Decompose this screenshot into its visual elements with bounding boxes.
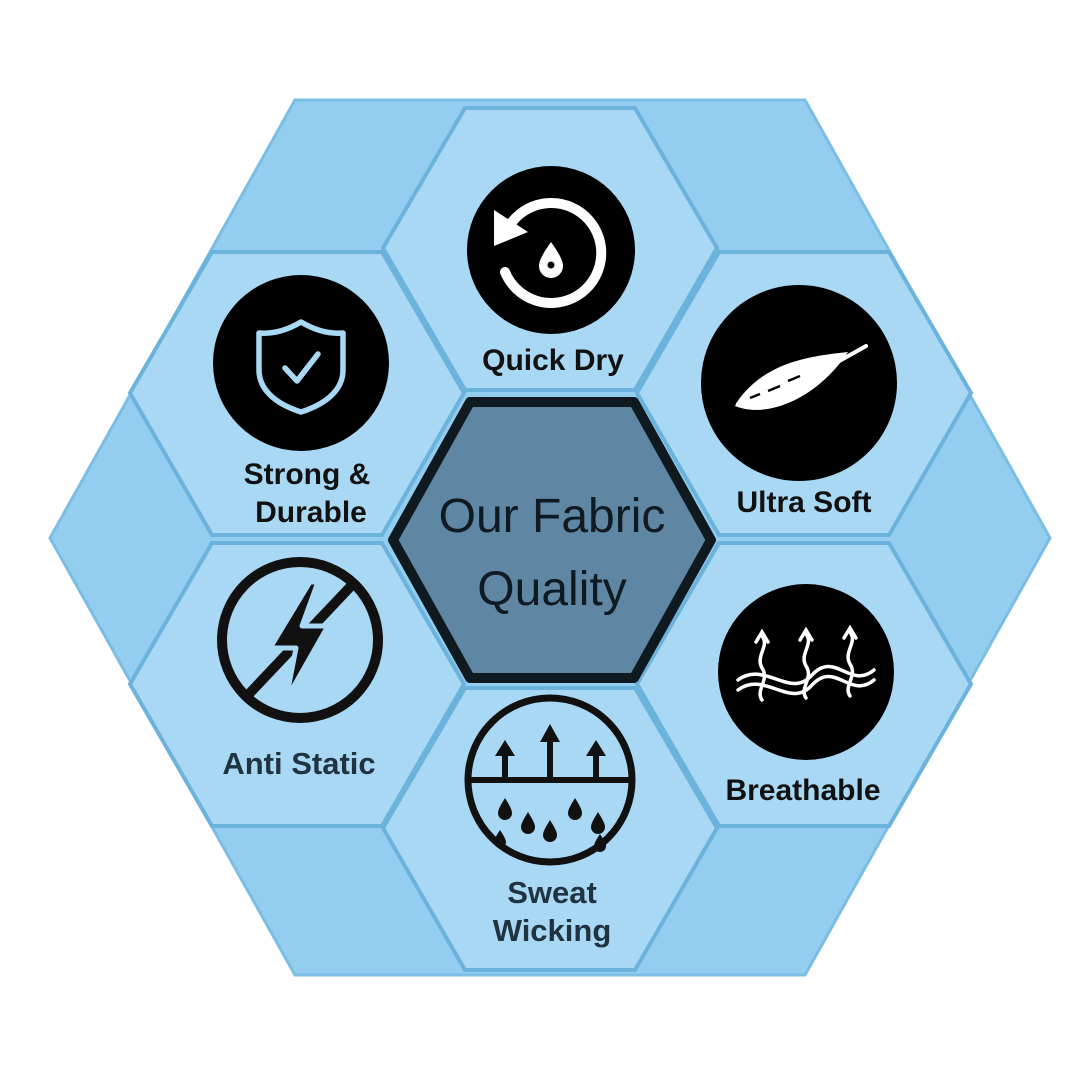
shield-check-icon	[213, 275, 389, 451]
center-hexagon	[388, 397, 716, 683]
feature-quick-dry: Quick Dry	[467, 166, 635, 377]
label-quick-dry: Quick Dry	[482, 344, 624, 377]
feature-breathable: Breathable	[718, 584, 894, 807]
label-breathable: Breathable	[725, 774, 880, 807]
feature-ultra-soft: Ultra Soft	[701, 285, 897, 519]
sweat-wicking-glyph	[467, 724, 633, 852]
breathable-glyph	[736, 624, 876, 702]
feather-glyph	[735, 344, 868, 410]
quick-dry-glyph	[494, 198, 607, 308]
feature-sweat-wicking: Sweat Wicking	[464, 694, 636, 948]
feature-strong-durable: Strong & Durable	[213, 275, 389, 529]
label-anti-static: Anti Static	[222, 746, 375, 781]
feature-anti-static: Anti Static	[217, 557, 383, 781]
center-title-line2: Quality	[477, 563, 626, 616]
label-strong-durable-line2: Durable	[255, 496, 367, 529]
breathable-waves-icon	[718, 584, 894, 760]
label-sweat-wicking-line1: Sweat	[507, 875, 597, 910]
label-strong-durable-line1: Strong &	[244, 458, 371, 491]
shield-check-glyph	[256, 319, 346, 415]
anti-static-icon	[217, 557, 383, 723]
center-title-line1: Our Fabric	[439, 490, 666, 543]
anti-static-glyph	[243, 579, 357, 703]
label-sweat-wicking-line2: Wicking	[493, 913, 612, 948]
label-ultra-soft: Ultra Soft	[737, 486, 872, 519]
